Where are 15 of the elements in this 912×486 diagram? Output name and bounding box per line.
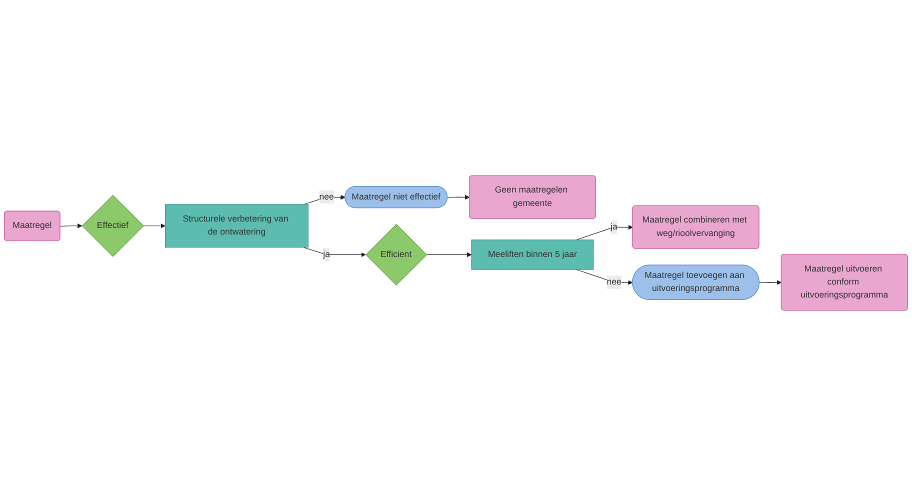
arrow	[303, 247, 366, 258]
edge-label: nee	[319, 192, 334, 202]
node-box: Structurele verbetering van de ontwatering	[165, 204, 308, 248]
edge-label: nee	[606, 277, 622, 287]
arrow	[426, 252, 472, 258]
arrow	[759, 280, 782, 285]
node-diamond: Effectief	[82, 194, 144, 257]
node-box: Meeliften binnen 5 jaar	[471, 240, 594, 270]
arrow	[143, 223, 166, 228]
arrow	[60, 223, 82, 228]
edge-label: ja	[323, 250, 330, 260]
arrow	[576, 224, 634, 240]
node-diamond: Efficient	[366, 224, 428, 286]
arrow	[447, 194, 470, 200]
edge-label: ja	[610, 222, 618, 232]
